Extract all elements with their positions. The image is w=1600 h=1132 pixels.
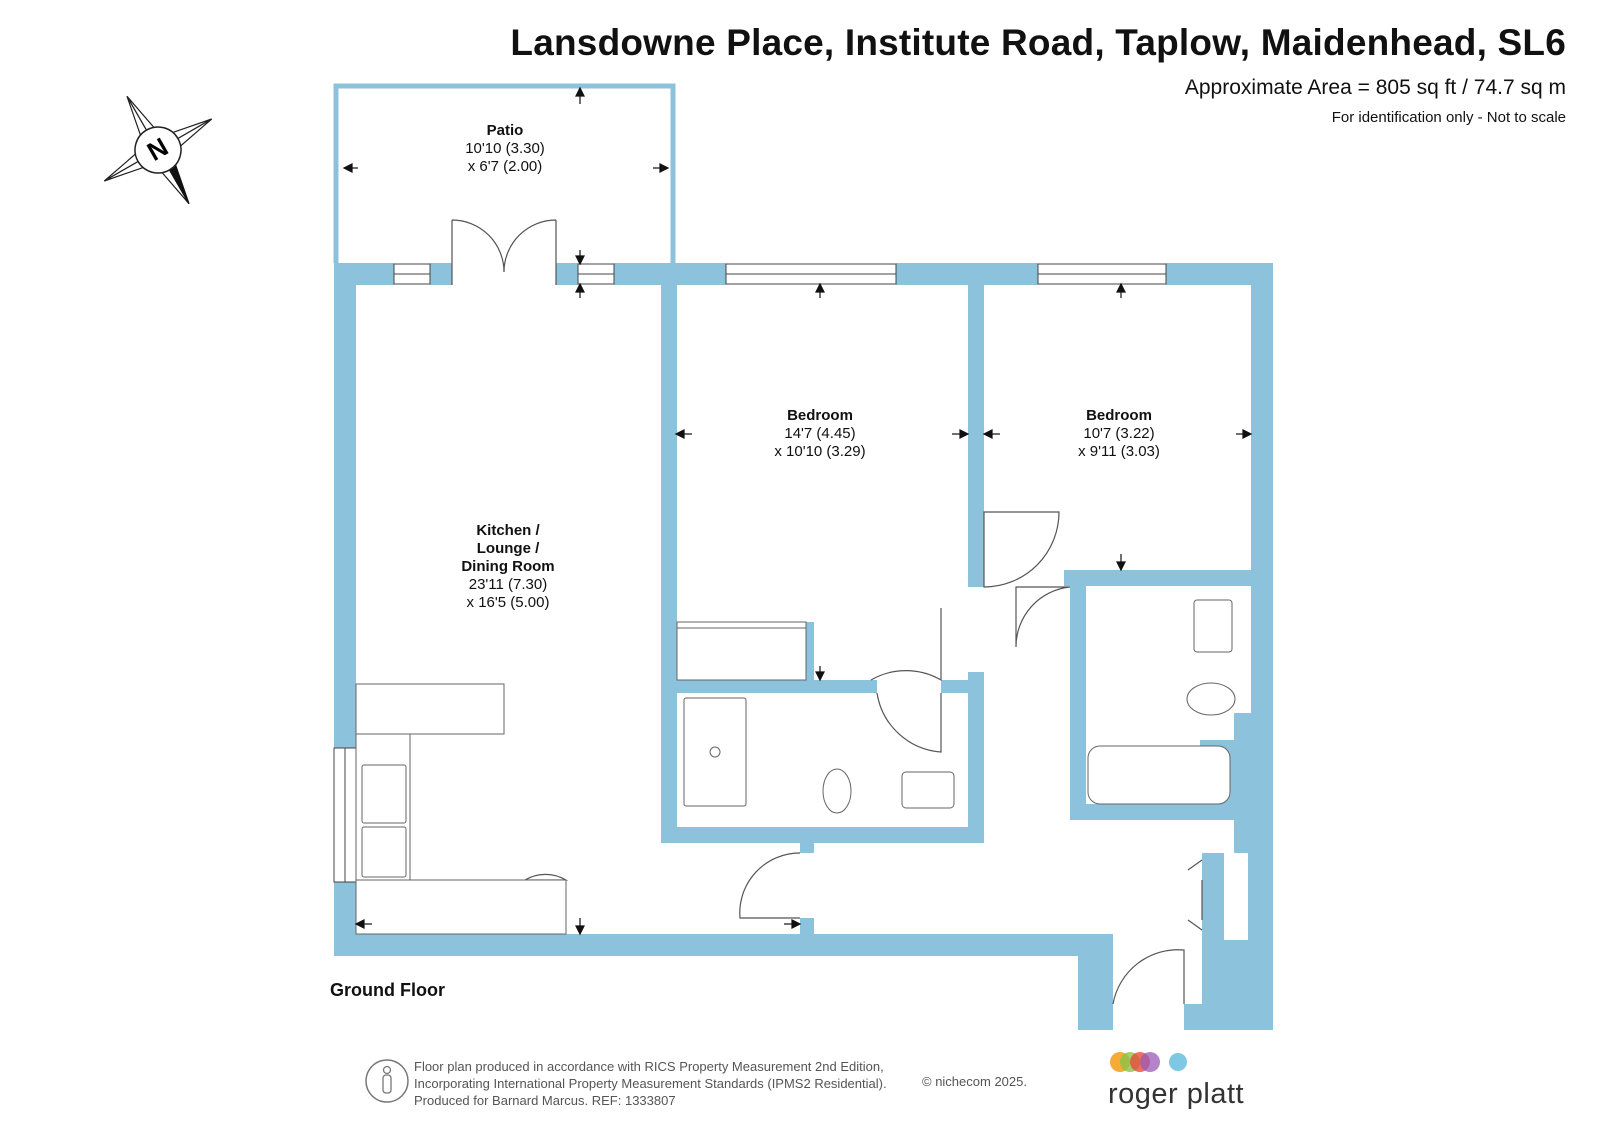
- fixtures: [355, 599, 1236, 935]
- copyright-text: © nichecom 2025.: [922, 1074, 1027, 1089]
- scale-disclaimer: For identification only - Not to scale: [1331, 109, 1566, 126]
- footer-notes: Floor plan produced in accordance with R…: [414, 1058, 887, 1109]
- room-dimension: x 6'7 (2.00): [467, 158, 543, 175]
- room-dimension: 10'7 (3.22): [1083, 425, 1155, 442]
- footer-line: Floor plan produced in accordance with R…: [414, 1059, 884, 1074]
- footer-line: Incorporating International Property Mea…: [414, 1076, 887, 1091]
- room-name-line: Lounge /: [476, 540, 540, 557]
- room-name: Patio: [486, 122, 524, 139]
- room-name: Bedroom: [787, 407, 853, 424]
- room-dimension: 14'7 (4.45): [784, 425, 856, 442]
- brand-name: roger platt: [1108, 1078, 1245, 1110]
- room-dimension: 10'10 (3.30): [465, 140, 545, 157]
- compass-north-icon: [103, 95, 213, 205]
- room-label-bedroom-1: Bedroom 14'7 (4.45) x 10'10 (3.29): [757, 407, 883, 461]
- room-label-patio: Patio 10'10 (3.30) x 6'7 (2.00): [455, 122, 555, 176]
- room-label-bedroom-2: Bedroom 10'7 (3.22) x 9'11 (3.03): [1056, 407, 1182, 461]
- room-dimension: x 16'5 (5.00): [466, 594, 550, 611]
- room-dimension: 23'11 (7.30): [468, 576, 548, 593]
- patio-outline: [333, 83, 676, 263]
- person-icon: [365, 1059, 409, 1103]
- brand-logo-dots-icon: [1110, 1052, 1187, 1072]
- room-name: Bedroom: [1086, 407, 1152, 424]
- room-name-line: Kitchen /: [476, 522, 540, 539]
- room-name-line: Dining Room: [461, 558, 555, 575]
- room-dimension: x 10'10 (3.29): [774, 443, 866, 460]
- dimension-arrows: [342, 86, 1253, 936]
- plan-title: Lansdowne Place, Institute Road, Taplow,…: [510, 22, 1566, 63]
- floor-label: Ground Floor: [330, 980, 445, 1000]
- doors: [451, 219, 1203, 1005]
- footer-line: Produced for Barnard Marcus. REF: 133380…: [414, 1093, 676, 1108]
- windows: [333, 263, 1167, 883]
- approximate-area: Approximate Area = 805 sq ft / 74.7 sq m: [1184, 76, 1566, 99]
- room-dimension: x 9'11 (3.03): [1078, 443, 1160, 460]
- room-label-kitchen-lounge-dining: Kitchen / Lounge / Dining Room 23'11 (7.…: [445, 522, 571, 612]
